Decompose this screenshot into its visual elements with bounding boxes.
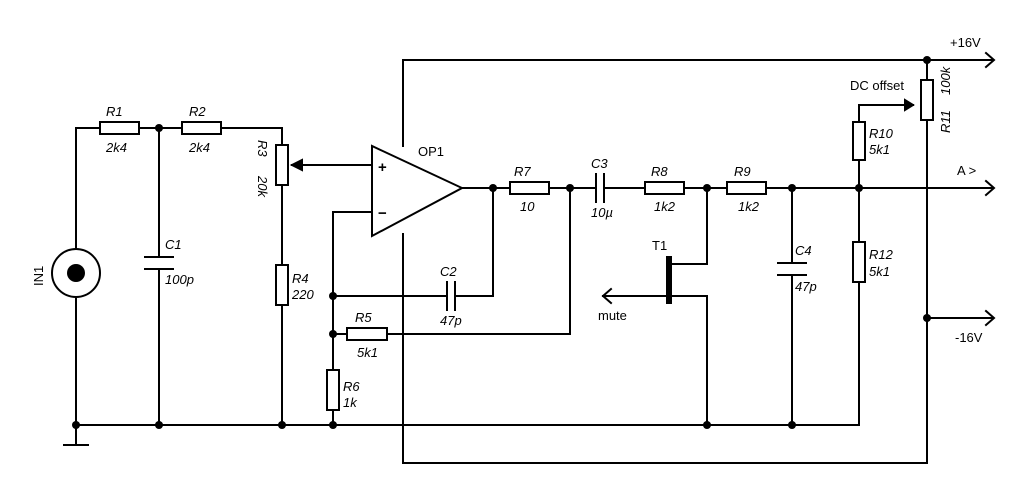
c3-name: C3 bbox=[591, 156, 608, 171]
label-output-a: A > bbox=[957, 163, 976, 178]
op1-plus: + bbox=[378, 159, 387, 176]
label-dc-offset: DC offset bbox=[850, 78, 904, 93]
r1-value: 2k4 bbox=[105, 140, 127, 155]
c1-name: C1 bbox=[165, 237, 182, 252]
r11-value: 100k bbox=[938, 65, 953, 95]
resistor-r10: R10 5k1 bbox=[852, 121, 894, 161]
opamp-op1: + − OP1 bbox=[371, 144, 465, 238]
c4-value: 47p bbox=[795, 279, 817, 294]
r7-name: R7 bbox=[514, 164, 531, 179]
resistor-r12: R12 5k1 bbox=[852, 241, 894, 283]
resistor-r8: R8 1k2 bbox=[644, 164, 685, 214]
r8-name: R8 bbox=[651, 164, 668, 179]
junction-dots bbox=[72, 56, 931, 429]
transistor-t1: T1 bbox=[652, 238, 672, 304]
net-labels: +16V -16V A > DC offset mute bbox=[598, 35, 983, 345]
potentiometer-r3: R3 20k bbox=[255, 140, 289, 198]
c2-value: 47p bbox=[440, 313, 462, 328]
capacitor-c2: C2 47p bbox=[440, 264, 462, 328]
t1-name: T1 bbox=[652, 238, 667, 253]
op1-minus: − bbox=[378, 205, 387, 222]
resistor-r1: R1 2k4 bbox=[99, 104, 140, 155]
resistor-r5: R5 5k1 bbox=[346, 310, 388, 360]
r12-value: 5k1 bbox=[869, 264, 890, 279]
c1-value: 100p bbox=[165, 272, 194, 287]
capacitor-c4: C4 47p bbox=[777, 243, 817, 294]
capacitor-c1: C1 100p bbox=[144, 237, 194, 287]
r8-value: 1k2 bbox=[654, 199, 676, 214]
r5-name: R5 bbox=[355, 310, 372, 325]
r2-value: 2k4 bbox=[188, 140, 210, 155]
c2-name: C2 bbox=[440, 264, 457, 279]
r5-value: 5k1 bbox=[357, 345, 378, 360]
r10-value: 5k1 bbox=[869, 142, 890, 157]
in1-label: IN1 bbox=[31, 266, 46, 286]
r6-name: R6 bbox=[343, 379, 360, 394]
label-mute: mute bbox=[598, 308, 627, 323]
resistor-r6: R6 1k bbox=[326, 369, 360, 411]
resistor-r7: R7 10 bbox=[509, 164, 550, 214]
input-jack-in1: IN1 bbox=[31, 248, 101, 298]
r4-name: R4 bbox=[292, 271, 309, 286]
r9-name: R9 bbox=[734, 164, 751, 179]
r2-name: R2 bbox=[189, 104, 206, 119]
op1-name: OP1 bbox=[418, 144, 444, 159]
resistor-r4: R4 220 bbox=[275, 264, 314, 306]
resistor-r9: R9 1k2 bbox=[726, 164, 767, 214]
r3-value: 20k bbox=[255, 175, 270, 198]
r4-value: 220 bbox=[291, 287, 314, 302]
r11-name: R11 bbox=[938, 110, 953, 133]
r12-name: R12 bbox=[869, 247, 894, 262]
potentiometer-r11: R11 100k bbox=[920, 65, 953, 133]
r10-name: R10 bbox=[869, 126, 894, 141]
r7-value: 10 bbox=[520, 199, 535, 214]
capacitor-c3: C3 10µ bbox=[591, 156, 613, 220]
label-vminus: -16V bbox=[955, 330, 983, 345]
resistor-r2: R2 2k4 bbox=[181, 104, 222, 155]
label-vplus: +16V bbox=[950, 35, 981, 50]
c3-value: 10µ bbox=[591, 205, 613, 220]
r9-value: 1k2 bbox=[738, 199, 760, 214]
r3-name: R3 bbox=[255, 140, 270, 157]
r1-name: R1 bbox=[106, 104, 123, 119]
c4-name: C4 bbox=[795, 243, 812, 258]
wires bbox=[63, 51, 996, 464]
r6-value: 1k bbox=[343, 395, 358, 410]
